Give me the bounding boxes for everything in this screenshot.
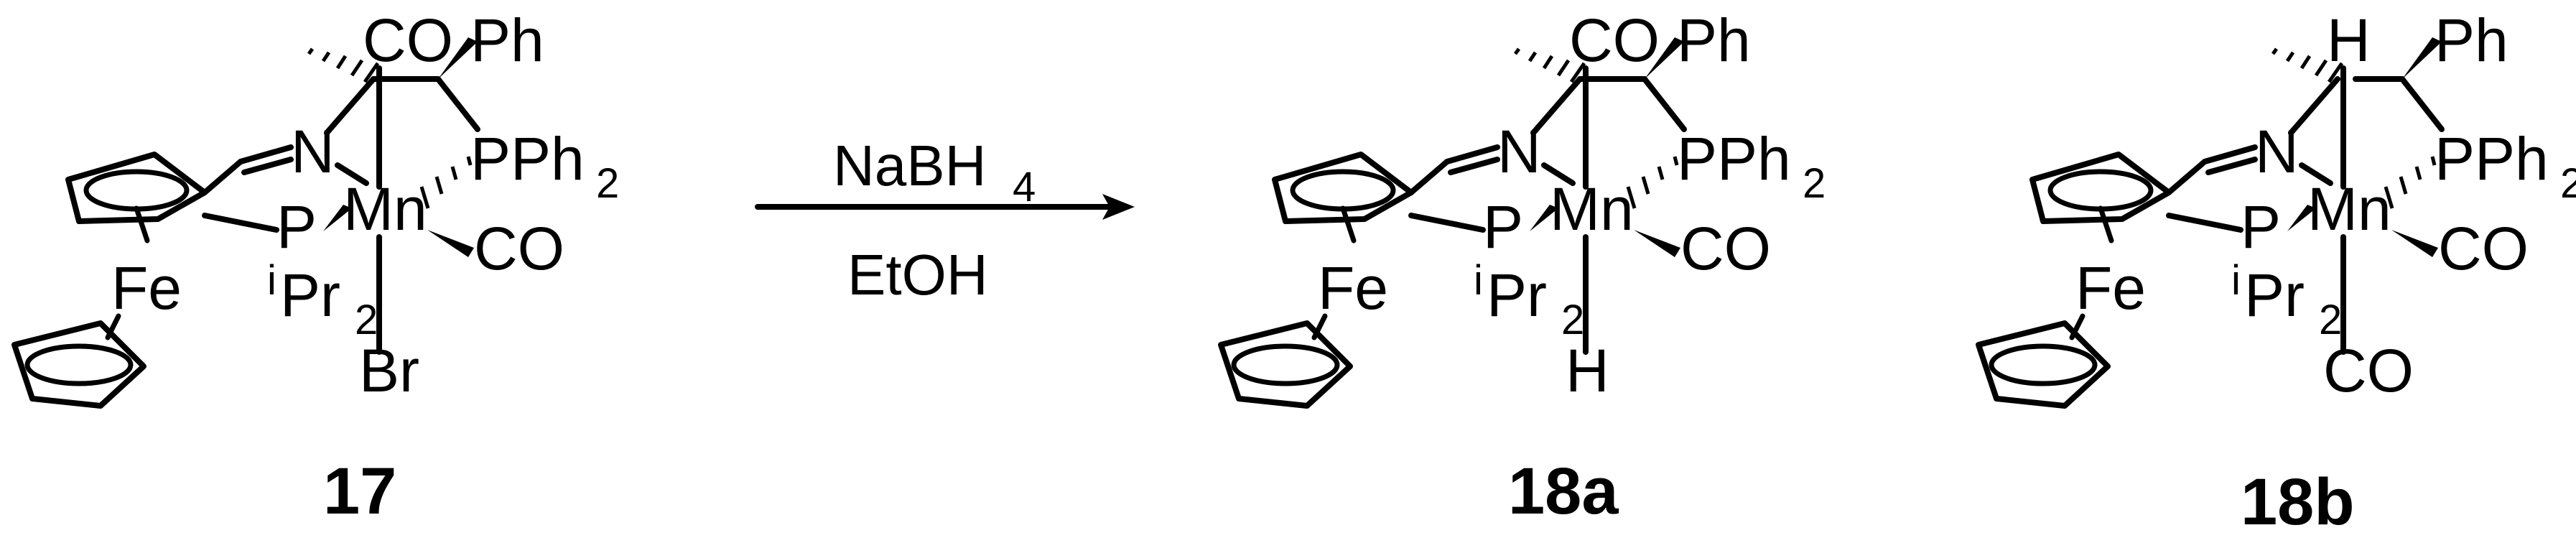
reagent-below: EtOH xyxy=(847,243,988,307)
compound-number: 17 xyxy=(323,455,396,528)
reagent-above: NaBH xyxy=(833,134,986,198)
iron-label: Fe xyxy=(1318,254,1388,322)
cyclopentadienyl-lower xyxy=(11,320,147,409)
cp-p-bond xyxy=(202,213,279,233)
c-pph2-bond xyxy=(435,76,480,132)
cyclopentadienyl-lower xyxy=(1218,320,1353,409)
mn-co-right-wedge xyxy=(1634,230,1680,257)
n-mn-bond xyxy=(1541,162,1576,186)
pph2-subscript: 2 xyxy=(2560,160,2576,207)
n-mn-bond xyxy=(2299,162,2333,186)
compound-17: Fe N P i Pr 2 Mn Ph xyxy=(11,6,619,528)
iron-label: Fe xyxy=(111,254,182,322)
methyl-hash xyxy=(307,47,380,83)
carbonyl-top: CO xyxy=(363,6,453,74)
p-mn-wedge xyxy=(1530,205,1558,231)
phenyl-wedge xyxy=(1645,37,1684,79)
pph2-mn-hash xyxy=(2384,156,2437,209)
p-mn-wedge xyxy=(2287,205,2316,231)
carbonyl-right: CO xyxy=(1680,215,1771,282)
phosphorus-ph2: PPh xyxy=(470,125,585,192)
fe-cp-bond-upper xyxy=(134,205,150,243)
phosphorus-ph2: PPh xyxy=(2435,125,2549,192)
mn-co-right-wedge xyxy=(2391,230,2438,257)
methyl-hash xyxy=(2271,47,2344,83)
ipr-subscript: 2 xyxy=(2319,297,2342,343)
hydrogen-top: H xyxy=(2327,6,2371,74)
ipr-label: Pr xyxy=(1487,261,1547,329)
ipr-subscript: 2 xyxy=(355,297,378,343)
p-mn-wedge xyxy=(323,205,352,231)
fe-cp-bond-lower xyxy=(1311,313,1328,340)
cp-ch-bond xyxy=(1408,159,1450,195)
n-c-bond xyxy=(324,76,376,136)
n-c-bond xyxy=(1530,76,1583,136)
manganese-label: Mn xyxy=(2307,175,2391,243)
phenyl-label: Ph xyxy=(2435,6,2508,74)
ipr-label: Pr xyxy=(2244,261,2305,329)
n-mn-bond xyxy=(335,162,369,186)
cp-p-bond xyxy=(2166,213,2243,233)
imine-double-bond xyxy=(2202,144,2258,164)
cp-ch-bond xyxy=(2166,159,2208,195)
methyl-hash xyxy=(1513,47,1586,83)
imine-double-bond-2 xyxy=(2205,157,2258,175)
manganese-label: Mn xyxy=(1550,175,1634,243)
reagent-above-subscript: 4 xyxy=(1013,164,1036,210)
n-c-bond xyxy=(2288,76,2340,136)
phosphorus-ipr: P xyxy=(1483,193,1523,261)
phosphorus-ipr: P xyxy=(276,193,317,261)
compound-18b: Fe N P i Pr 2 Mn Ph PPh 2 H xyxy=(1976,6,2576,539)
fe-cp-bond-lower xyxy=(105,313,121,340)
phenyl-label: Ph xyxy=(1677,6,1751,74)
imine-double-bond xyxy=(1444,144,1500,164)
ipr-superscript: i xyxy=(2231,257,2241,304)
iron-label: Fe xyxy=(2075,254,2146,322)
ipr-label: Pr xyxy=(280,261,340,329)
compound-18a: Fe N P i Pr 2 Mn Ph PPh 2 CO xyxy=(1218,6,1826,528)
phosphorus-ipr: P xyxy=(2241,193,2281,261)
axial-ligand: H xyxy=(1566,337,1609,404)
cyclopentadienyl-lower xyxy=(1976,320,2111,409)
fe-cp-bond-upper xyxy=(1340,205,1357,243)
carbonyl-right: CO xyxy=(474,215,564,282)
phenyl-label: Ph xyxy=(470,6,544,74)
imine-double-bond-2 xyxy=(241,157,294,175)
ipr-subscript: 2 xyxy=(1561,297,1584,343)
phenyl-wedge xyxy=(438,37,478,79)
fe-cp-bond-lower xyxy=(2069,313,2086,340)
imine-double-bond-2 xyxy=(1448,157,1500,175)
ipr-superscript: i xyxy=(267,257,276,304)
pph2-mn-hash xyxy=(419,156,473,209)
cp-ch-bond xyxy=(202,159,243,195)
c-pph2-bond xyxy=(1642,76,1687,132)
axial-ligand: CO xyxy=(2323,337,2414,404)
manganese-label: Mn xyxy=(343,175,427,243)
axial-ligand: Br xyxy=(359,337,419,404)
phosphorus-ph2: PPh xyxy=(1677,125,1791,192)
pph2-subscript: 2 xyxy=(1803,160,1826,207)
pph2-subscript: 2 xyxy=(596,160,619,207)
phenyl-wedge xyxy=(2402,37,2442,79)
carbonyl-top: CO xyxy=(1569,6,1660,74)
compound-number: 18b xyxy=(2241,465,2355,539)
compound-number: 18a xyxy=(1508,455,1619,528)
carbonyl-right: CO xyxy=(2438,215,2529,282)
c-pph2-bond xyxy=(2399,76,2445,132)
reaction-arrow-group: NaBH 4 EtOH xyxy=(755,134,1135,307)
arrow-head xyxy=(1102,194,1135,220)
pph2-mn-hash xyxy=(1626,156,1679,209)
ipr-superscript: i xyxy=(1474,257,1483,304)
cp-p-bond xyxy=(1408,213,1486,233)
imine-double-bond xyxy=(238,144,294,164)
mn-co-right-wedge xyxy=(427,230,474,257)
fe-cp-bond-upper xyxy=(2098,205,2114,243)
